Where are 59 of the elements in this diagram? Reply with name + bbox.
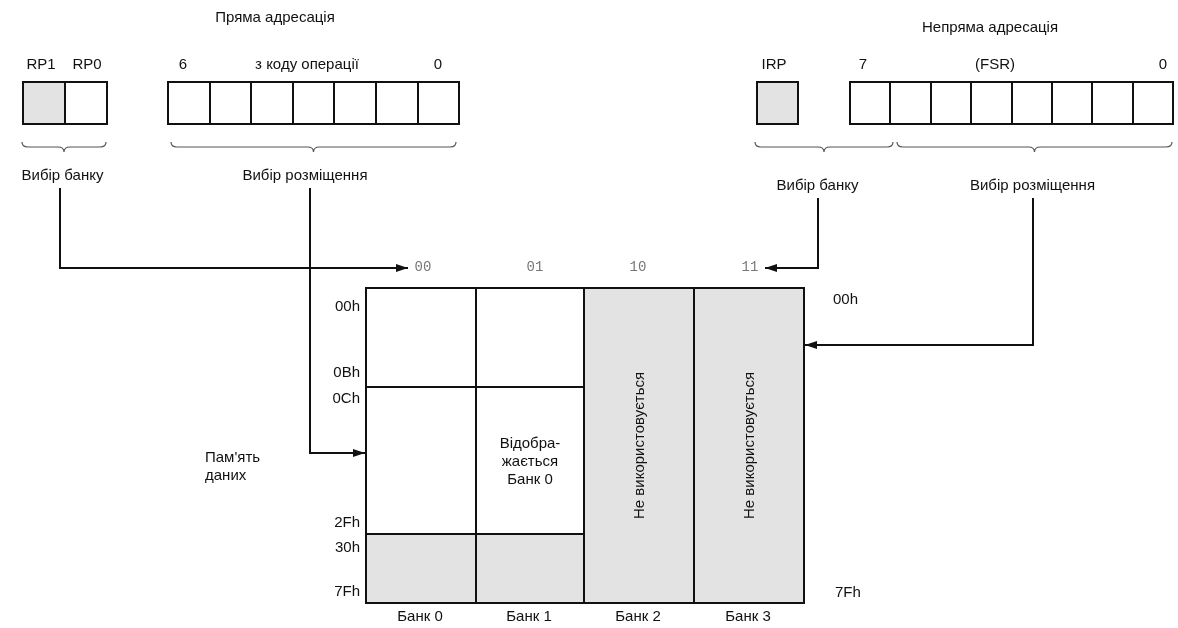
section-heading: Пряма адресація: [214, 8, 336, 26]
bit-number: 0: [1157, 55, 1169, 73]
register-name: IRP: [760, 55, 788, 73]
register-bit: [1091, 81, 1134, 125]
field-label: Вибір банку: [760, 176, 875, 196]
address-label: 7Fh: [333, 582, 360, 600]
bit-number: 7: [857, 55, 869, 73]
register-bit: [1051, 81, 1094, 125]
arrow: [59, 187, 409, 272]
address-label: 00h: [833, 290, 860, 308]
bank-code: 00: [408, 258, 438, 278]
register-bit: [1010, 81, 1053, 125]
bank-label: Банк 3: [724, 607, 772, 625]
arrow: [804, 197, 1034, 349]
register-bit: [416, 81, 461, 125]
register-bit: [167, 81, 211, 125]
register-bit: [208, 81, 253, 125]
bit-number: 0: [432, 55, 444, 73]
bit-number: 6: [177, 55, 189, 73]
bank-label: Банк 1: [505, 607, 553, 625]
register-name: RP1: [25, 55, 57, 73]
address-label: 0Ch: [331, 389, 360, 407]
register-bit: [1131, 81, 1175, 125]
register-bit: [250, 81, 294, 125]
address-label: 7Fh: [835, 583, 862, 601]
address-label: 2Fh: [333, 513, 360, 531]
memory-region: [475, 533, 585, 604]
register-bit: [889, 81, 932, 125]
address-label: 0Bh: [332, 363, 360, 381]
memory-region: Не використовується: [693, 287, 805, 604]
bank-code: 01: [525, 258, 545, 276]
register-bit: [375, 81, 419, 125]
register-bit: [64, 81, 108, 125]
bank-label: Банк 0: [396, 607, 444, 625]
register-bit: [333, 81, 377, 125]
register-name: (FSR): [974, 55, 1016, 73]
bank-code: 10: [628, 258, 648, 276]
arrow: [764, 197, 819, 272]
memory-region: Не використовується: [583, 287, 695, 604]
address-label: 30h: [333, 538, 360, 556]
register-name: RP0: [71, 55, 103, 73]
region-label: Пам'ять даних: [205, 448, 262, 484]
memory-region: [365, 287, 477, 388]
bank-label: Банк 2: [614, 607, 662, 625]
register-bit: [849, 81, 892, 125]
address-label: 00h: [333, 297, 360, 315]
register-bit: [929, 81, 973, 125]
register-bit: [22, 81, 66, 125]
bank-code: 11: [735, 258, 765, 278]
field-label: Вибір розміщення: [945, 176, 1120, 196]
memory-region: [365, 533, 477, 604]
register-bit: [756, 81, 799, 125]
register-bit: [970, 81, 1013, 125]
field-label: з коду операції: [254, 55, 360, 73]
field-label: Вибір розміщення: [215, 166, 395, 186]
field-label: Вибір банку: [5, 166, 120, 186]
section-heading: Непряма адресація: [920, 18, 1060, 36]
register-bit: [291, 81, 336, 125]
arrow: [309, 187, 366, 457]
